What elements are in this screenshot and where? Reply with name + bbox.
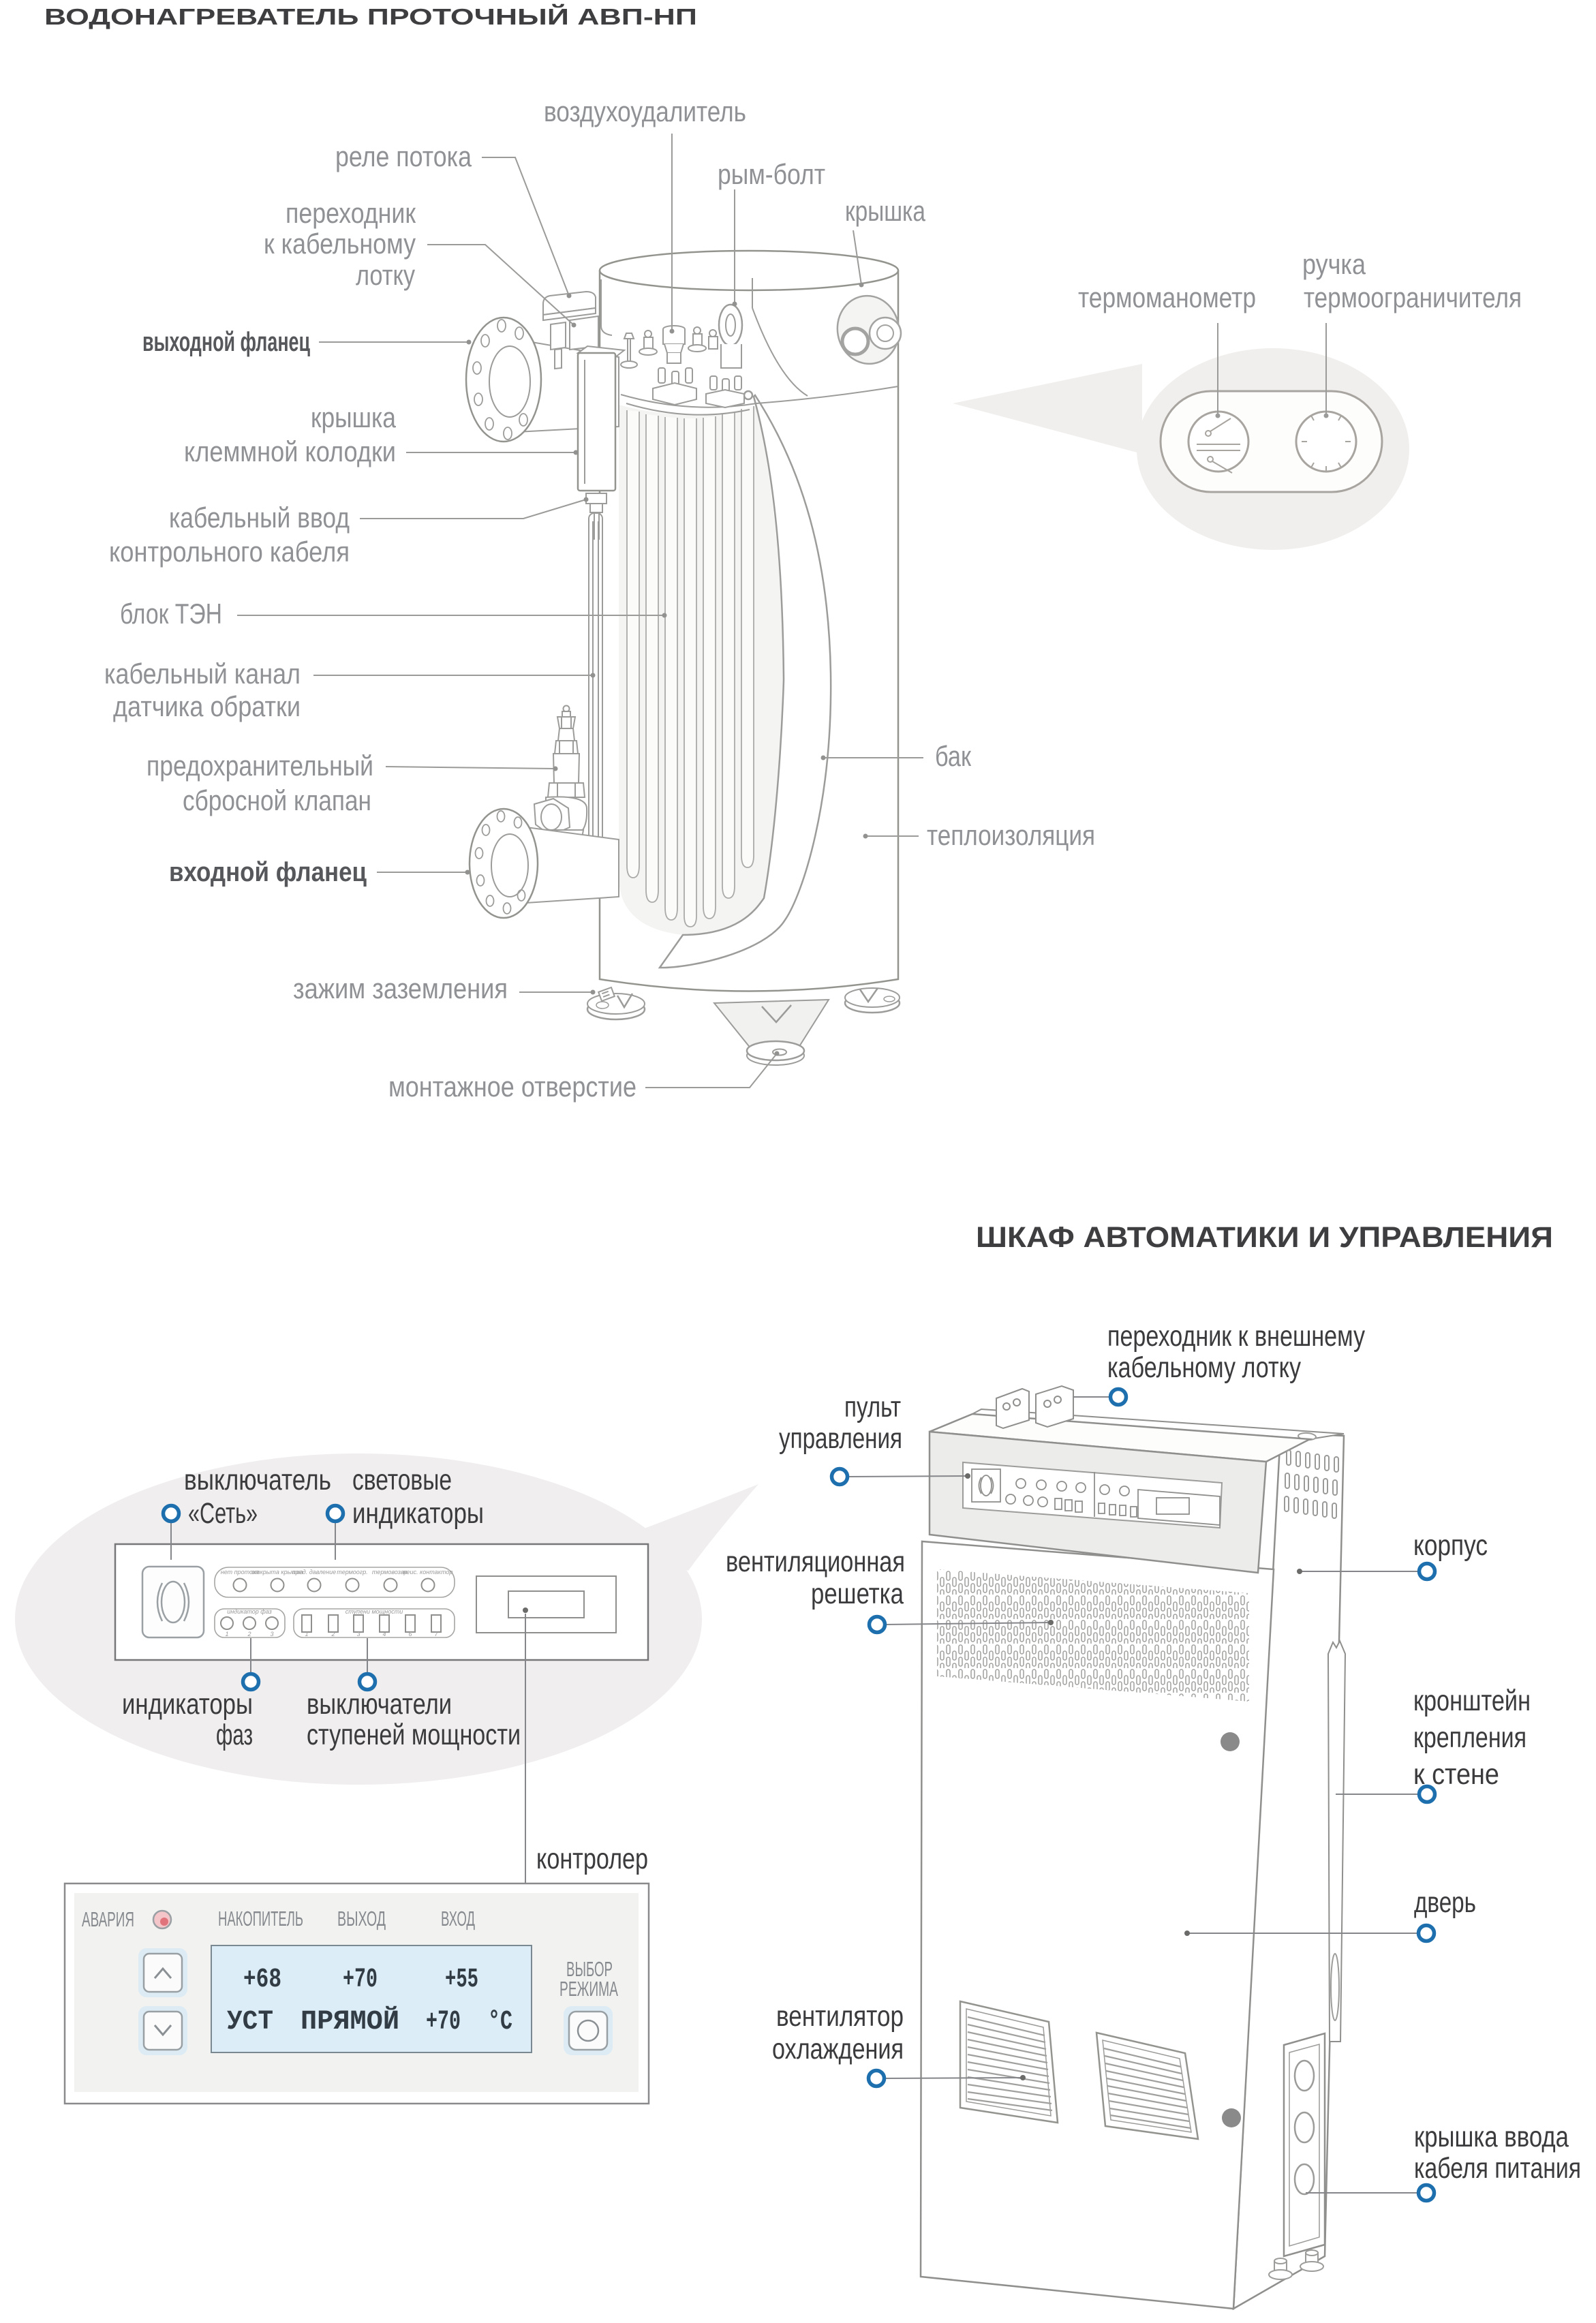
svg-text:фаз: фаз — [216, 1719, 253, 1751]
svg-text:реле потока: реле потока — [335, 140, 472, 172]
svg-text:РЕЖИМА: РЕЖИМА — [559, 1977, 618, 2001]
svg-text:термоогр.: термоогр. — [337, 1569, 368, 1575]
svg-text:+70: +70 — [343, 1965, 378, 1995]
svg-text:индикаторы: индикаторы — [122, 1688, 253, 1721]
svg-text:кабельному лотку: кабельному лотку — [1107, 1351, 1301, 1384]
svg-text:кабеля питания: кабеля питания — [1414, 2152, 1581, 2185]
svg-text:4: 4 — [382, 1631, 386, 1637]
svg-text:«Сеть»: «Сеть» — [188, 1497, 258, 1530]
svg-text:ПРЯМОЙ: ПРЯМОЙ — [301, 2005, 399, 2037]
svg-text:2: 2 — [331, 1631, 335, 1637]
svg-text:ступеней мощности: ступеней мощности — [307, 1719, 521, 1751]
svg-text:дверь: дверь — [1414, 1886, 1476, 1919]
svg-text:контролер: контролер — [536, 1843, 648, 1875]
svg-text:крышка: крышка — [845, 195, 926, 227]
svg-text:ШКАФ АВТОМАТИКИ И УПРАВЛЕНИЯ: ШКАФ АВТОМАТИКИ И УПРАВЛЕНИЯ — [976, 1221, 1553, 1254]
svg-text:переходник к внешнему: переходник к внешнему — [1107, 1320, 1365, 1353]
svg-text:6: 6 — [408, 1631, 412, 1637]
svg-text:кабельный канал: кабельный канал — [104, 658, 301, 690]
svg-text:ВХОД: ВХОД — [441, 1907, 475, 1930]
svg-text:ступени мощности: ступени мощности — [346, 1608, 403, 1615]
svg-text:°С: °С — [488, 2007, 512, 2037]
svg-text:термовозвр.: термовозвр. — [372, 1569, 409, 1575]
svg-text:пред. давление: пред. давление — [292, 1569, 336, 1575]
svg-text:УСТ: УСТ — [227, 2007, 273, 2037]
svg-text:охлаждения: охлаждения — [772, 2033, 904, 2065]
svg-text:пульт: пульт — [844, 1391, 901, 1424]
svg-text:ВЫБОР: ВЫБОР — [566, 1957, 613, 1981]
svg-text:+70: +70 — [426, 2007, 461, 2037]
svg-text:кабельный ввод: кабельный ввод — [169, 502, 350, 534]
svg-text:контрольного кабеля: контрольного кабеля — [109, 536, 350, 568]
svg-text:воздухоудалитель: воздухоудалитель — [544, 95, 746, 127]
svg-text:предохранительный: предохранительный — [147, 750, 373, 782]
svg-text:ВОДОНАГРЕВАТЕЛЬ ПРОТОЧНЫЙ АВП-: ВОДОНАГРЕВАТЕЛЬ ПРОТОЧНЫЙ АВП-НП — [44, 3, 697, 29]
svg-text:НАКОПИТЕЛЬ: НАКОПИТЕЛЬ — [218, 1907, 303, 1930]
svg-text:7: 7 — [434, 1631, 438, 1637]
svg-text:бак: бак — [935, 740, 972, 772]
svg-text:рым-болт: рым-болт — [718, 158, 825, 190]
svg-text:ручка: ручка — [1302, 248, 1366, 280]
svg-text:теплоизоляция: теплоизоляция — [927, 819, 1095, 851]
svg-text:управления: управления — [779, 1422, 902, 1455]
svg-text:индикаторы: индикаторы — [352, 1497, 484, 1530]
svg-text:выключатели: выключатели — [307, 1688, 452, 1721]
svg-text:монтажное отверстие: монтажное отверстие — [388, 1071, 636, 1103]
svg-text:открыта крышка: открыта крышка — [251, 1569, 303, 1575]
svg-text:2: 2 — [247, 1631, 251, 1637]
svg-text:блок ТЭН: блок ТЭН — [120, 598, 222, 630]
svg-text:1: 1 — [305, 1631, 308, 1637]
svg-text:термоманометр: термоманометр — [1078, 281, 1256, 313]
svg-text:корпус: корпус — [1413, 1529, 1488, 1562]
svg-text:выходной фланец: выходной фланец — [142, 327, 310, 357]
svg-text:сбросной клапан: сбросной клапан — [183, 784, 371, 816]
svg-text:к кабельному: к кабельному — [264, 228, 416, 260]
svg-text:+68: +68 — [243, 1965, 281, 1995]
svg-text:вентилятор: вентилятор — [776, 2000, 904, 2033]
svg-text:крышка ввода: крышка ввода — [1414, 2121, 1569, 2153]
svg-text:термоограничителя: термоограничителя — [1304, 281, 1522, 313]
svg-text:нет протока: нет протока — [221, 1569, 259, 1575]
svg-text:крепления: крепления — [1413, 1721, 1526, 1754]
svg-text:вентиляционная: вентиляционная — [726, 1545, 905, 1578]
svg-text:крышка: крышка — [311, 401, 397, 433]
svg-text:входной фланец: входной фланец — [169, 857, 367, 887]
svg-text:переходник: переходник — [286, 197, 416, 229]
svg-text:решетка: решетка — [811, 1578, 904, 1610]
svg-text:ВЫХОД: ВЫХОД — [337, 1907, 386, 1930]
svg-text:АВАРИЯ: АВАРИЯ — [82, 1907, 134, 1931]
svg-text:лотку: лотку — [356, 259, 415, 291]
svg-text:3: 3 — [356, 1631, 360, 1637]
svg-text:1: 1 — [225, 1631, 228, 1637]
svg-text:световые: световые — [352, 1464, 452, 1496]
svg-text:индикатор фаз: индикатор фаз — [227, 1608, 272, 1615]
svg-text:зажим заземления: зажим заземления — [293, 972, 508, 1004]
svg-text:кронштейн: кронштейн — [1413, 1684, 1531, 1717]
svg-text:3: 3 — [270, 1631, 273, 1637]
svg-text:выключатель: выключатель — [184, 1464, 331, 1496]
svg-text:клеммной колодки: клеммной колодки — [184, 435, 396, 467]
svg-text:+55: +55 — [445, 1965, 478, 1995]
svg-text:датчика обратки: датчика обратки — [113, 690, 301, 722]
svg-text:неис. контактор: неис. контактор — [403, 1569, 453, 1575]
